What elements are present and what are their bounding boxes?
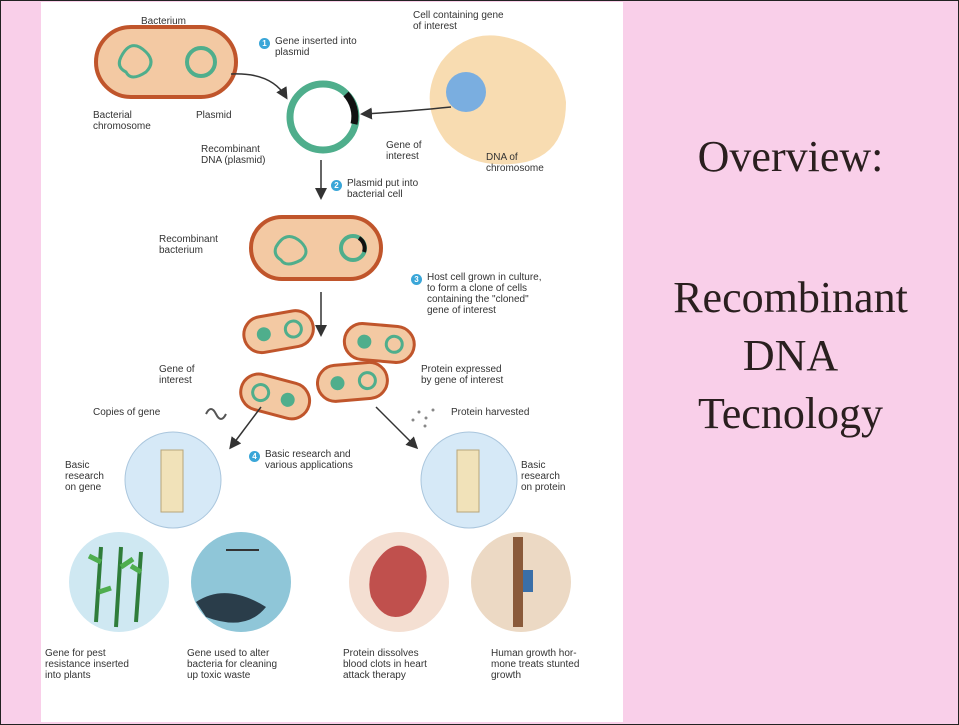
step-4-badge: 4 — [249, 451, 260, 462]
label-gene-of-interest: Gene of interest — [386, 140, 422, 162]
bacterium-top — [96, 27, 236, 97]
application-growth — [471, 532, 571, 632]
label-bacterium: Bacterium — [141, 16, 186, 27]
arrow-plasmid-to-recombinant — [231, 74, 286, 97]
application-toxic-waste — [191, 532, 291, 632]
arrow-to-protein-research — [376, 407, 416, 447]
step-3-badge: 3 — [411, 274, 422, 285]
arrow-to-gene-research — [231, 407, 261, 447]
protein-dots-icon — [412, 409, 435, 428]
nucleus-icon — [446, 72, 486, 112]
step-1-text: Gene inserted into plasmid — [275, 36, 357, 58]
step-4-text: Basic research and various applications — [265, 449, 353, 471]
label-protein-expressed: Protein expressed by gene of interest — [421, 364, 503, 386]
step-3-text: Host cell grown in culture, to form a cl… — [427, 272, 542, 316]
application-heart — [349, 532, 449, 632]
label-gene-of-interest-2: Gene of interest — [159, 364, 195, 386]
label-cell-with-gene: Cell containing gene of interest — [413, 10, 504, 32]
step-2-badge: 2 — [331, 180, 342, 191]
caption-heart: Protein dissolves blood clots in heart a… — [343, 648, 427, 681]
gene-research-circle — [125, 432, 221, 528]
title-block: Overview: Recombinant DNA Tecnology — [623, 1, 958, 724]
step-1-badge: 1 — [259, 38, 270, 49]
gene-copies-icon — [206, 409, 226, 419]
label-bacterial-chromosome: Bacterial chromosome — [93, 110, 151, 132]
label-copies-of-gene: Copies of gene — [93, 407, 160, 418]
topic-title: Recombinant DNA Tecnology — [623, 269, 958, 443]
caption-plants: Gene for pest resistance inserted into p… — [45, 648, 129, 681]
label-recombinant-bacterium: Recombinant bacterium — [159, 234, 218, 256]
recombinant-plasmid — [290, 84, 356, 150]
overview-heading: Overview: — [623, 131, 958, 182]
label-basic-research-protein: Basic research on protein — [521, 460, 565, 493]
caption-toxic-waste: Gene used to alter bacteria for cleaning… — [187, 648, 277, 681]
recombinant-bacterium — [251, 217, 381, 279]
cloned-cells — [237, 308, 416, 423]
application-plants — [69, 532, 169, 632]
label-protein-harvested: Protein harvested — [451, 407, 529, 418]
protein-research-circle — [421, 432, 517, 528]
label-basic-research-gene: Basic research on gene — [65, 460, 104, 493]
label-dna-of-chromosome: DNA of chromosome — [486, 152, 544, 174]
label-recombinant-dna: Recombinant DNA (plasmid) — [201, 144, 265, 166]
caption-growth: Human growth hor- mone treats stunted gr… — [491, 648, 579, 681]
step-2-text: Plasmid put into bacterial cell — [347, 178, 418, 200]
donor-cell — [430, 35, 566, 164]
cloning-diagram: Bacterium Bacterial chromosome Plasmid C… — [41, 2, 623, 722]
label-plasmid: Plasmid — [196, 110, 232, 121]
